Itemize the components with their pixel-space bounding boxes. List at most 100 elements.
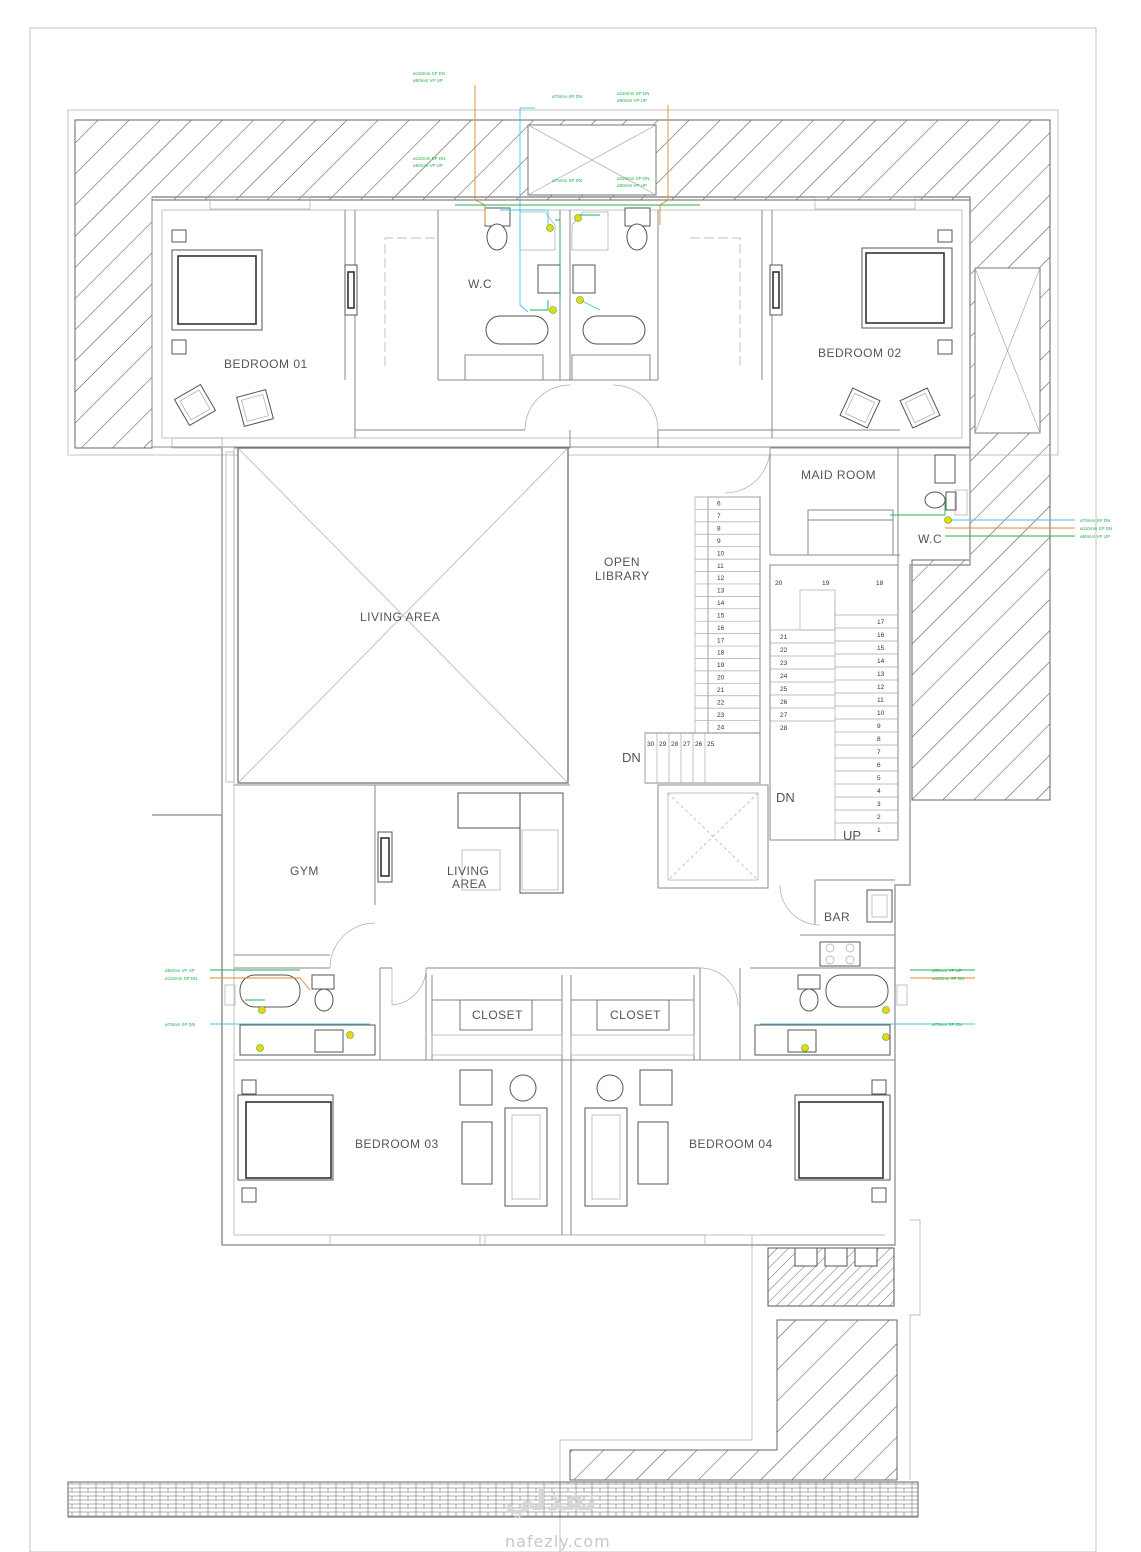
pipe-label: ø110mm SP DN [932,976,964,981]
stair-step-number: 9 [877,723,881,730]
stair-step-number: 24 [717,724,725,731]
sheet-border [29,27,1097,1552]
stair-step-number: 11 [717,563,724,570]
pipe-label: ø50mm VP UP [617,183,647,188]
stair-step-number: 12 [717,575,725,582]
stair-step-number: 16 [717,625,725,632]
pipe-label: ø110mm SP DN [165,976,197,981]
stair-step-number: 30 [647,741,655,748]
stair-step-number: 20 [717,675,725,682]
stair-step-number: 29 [659,741,667,748]
label-living-area-big: LIVING AREA [360,610,440,624]
stair-step-number: 9 [717,538,721,545]
pipe-label: ø50mm VP UP [165,968,195,973]
label-open-library-1: OPEN [604,555,640,569]
stair-step-number: 4 [877,788,881,795]
stair-step-number: 6 [877,762,881,769]
pipe-label: ø50mm VP UP [413,163,443,168]
stair-step-number: 17 [877,619,885,626]
plumbing-pipes [210,85,1075,1052]
stair-step-number: 25 [707,741,715,748]
stair-step-number: 24 [780,673,788,680]
label-wc-maid: W.C [918,532,942,546]
label-living-area-2: AREA [452,877,487,891]
stair-step-number: 13 [717,588,725,595]
label-living-area-1: LIVING [447,864,489,878]
label-bedroom-03: BEDROOM 03 [355,1137,439,1151]
watermark-arabic: نفذلي [505,1483,597,1518]
stair-step-number: 27 [780,712,788,719]
pipe-label: ø50mm VP UP [932,968,962,973]
terrace-hatch [559,1219,921,1552]
bedroom-03-furniture [237,1069,548,1207]
stair-step-number: 7 [877,749,881,756]
label-stair-up: UP [843,828,861,843]
stair-step-number: 26 [695,741,703,748]
stair-step-number: 28 [671,741,679,748]
stair-step-number: 11 [877,697,884,704]
stair-step-number: 21 [717,687,725,694]
stair-step-number: 14 [877,658,885,665]
stair-step-number: 20 [775,580,783,587]
stair-step-number: 27 [683,741,691,748]
label-open-library-2: LIBRARY [595,569,650,583]
stair-step-number: 18 [717,650,725,657]
bar-fixtures [819,889,893,967]
bedroom-02-furniture [384,229,953,429]
stair-right: 2122232425262728171615141312111098765432… [769,564,899,841]
stair-step-number: 7 [717,513,721,520]
label-bar: BAR [824,910,850,924]
closets [431,999,695,1056]
stair-step-number: 6 [717,501,721,508]
elevator-shaft [657,784,769,889]
stair-step-number: 10 [717,550,725,557]
stair-step-number: 21 [780,634,788,641]
label-stair-dn-left: DN [622,750,641,765]
doors [329,384,821,1007]
stair-step-number: 23 [780,660,788,667]
label-closet-right: CLOSET [610,1008,661,1022]
label-stair-dn-right: DN [776,790,795,805]
label-gym: GYM [290,864,319,878]
watermark-site: nafezly.com [505,1532,611,1551]
stair-step-number: 22 [780,647,788,654]
living-sofa [377,792,564,894]
stair-step-number: 19 [822,580,830,587]
stair-step-number: 25 [780,686,788,693]
bedroom-04-furniture [584,1069,891,1207]
pipe-label: ø110mm SP DN [1080,526,1112,531]
stair-step-number: 26 [780,699,788,706]
stair-step-number: 2 [877,814,881,821]
stair-step-number: 15 [717,612,725,619]
roof-hatch [67,109,1059,801]
pipe-label: ø110mm SP DN [617,176,649,181]
stair-step-number: 5 [877,775,881,782]
pipe-label: ø110mm SP DN [413,156,445,161]
pipe-label: ø75mm SP DN [932,1022,962,1027]
room-labels: BEDROOM 01 BEDROOM 02 W.C MAID ROOM W.C … [224,277,942,1151]
label-wc-top: W.C [468,277,492,291]
label-closet-left: CLOSET [472,1008,523,1022]
label-bedroom-02: BEDROOM 02 [818,346,902,360]
stair-step-number: 23 [717,712,725,719]
label-maid-room: MAID ROOM [801,468,876,482]
pipe-label: ø110mm SP DN [617,91,649,96]
pipe-label: ø50mm VP UP [617,98,647,103]
label-bedroom-04: BEDROOM 04 [689,1137,773,1151]
lower-bathrooms [224,974,908,1056]
pipe-label: ø110mm SP DN [413,71,445,76]
stair-step-number: 10 [877,710,885,717]
stair-step-number: 17 [717,637,725,644]
pipe-label: ø75mm SP DN [1080,518,1110,523]
stair-step-number: 12 [877,684,885,691]
pipe-labels: ø110mm SP DN ø50mm VP UP ø110mm SP DN ø5… [165,71,1112,1027]
pipe-label: ø75mm SP DN [165,1022,195,1027]
living-area-void [225,447,569,784]
stair-step-number: 14 [717,600,725,607]
stair-step-number: 13 [877,671,885,678]
pipe-label: ø50mm VP UP [1080,534,1110,539]
stair-step-number: 8 [877,736,881,743]
stair-step-number: 22 [717,699,725,706]
